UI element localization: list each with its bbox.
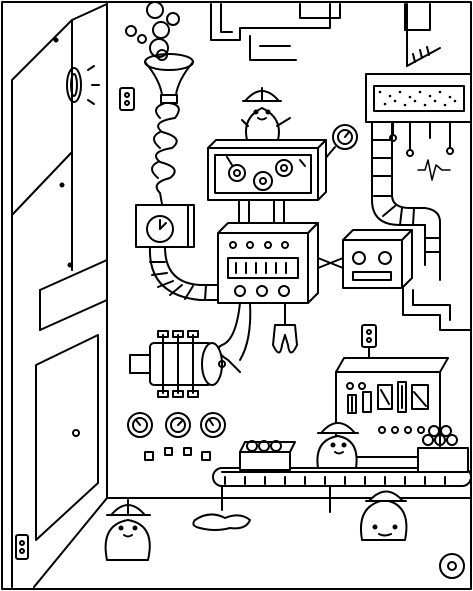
floor-diagonal (34, 498, 107, 587)
worker-bottom-left (106, 500, 150, 560)
crate-right (418, 426, 468, 472)
wall-outlet (16, 535, 28, 559)
worker-carrying-crate (361, 492, 406, 541)
wall-panel-seam-6 (40, 300, 107, 330)
wall-rivet (55, 39, 58, 42)
panel-cables (218, 303, 285, 372)
support-leg (239, 200, 249, 224)
room (12, 4, 471, 587)
crate-left (240, 441, 295, 470)
control-console (336, 347, 448, 457)
flex-hose (150, 247, 220, 300)
worker-at-conveyor (317, 423, 358, 468)
puddle (193, 514, 250, 530)
electric-motor (130, 331, 225, 397)
gear-icon (229, 160, 292, 190)
main-control-panel (218, 223, 318, 303)
worker-on-gear-box (242, 88, 290, 140)
claw (273, 325, 297, 353)
big-flex-hose (372, 122, 440, 280)
clock-icon (67, 66, 99, 104)
door (36, 335, 98, 540)
bubbles (126, 2, 179, 57)
wall-panel-seam-4 (40, 260, 107, 290)
overhead-pipes (211, 4, 430, 60)
coil-tube (152, 103, 179, 204)
robot-head-box (318, 230, 412, 288)
gear-display-box (208, 140, 326, 200)
pipe-right (403, 288, 470, 330)
heartbeat-line (418, 160, 450, 180)
door-panel (36, 335, 98, 540)
wall-rivet (61, 184, 64, 187)
wall-rivet (69, 264, 72, 267)
door-knob (73, 430, 79, 436)
wall-panel-seam-1 (12, 152, 72, 215)
wall-outlet (120, 88, 134, 110)
three-gauges (128, 413, 225, 460)
wall-panel-outline (12, 4, 107, 215)
wall-clock-box (136, 205, 194, 247)
funnel (145, 50, 193, 103)
support-leg (274, 200, 284, 224)
pipe-right-inner (413, 290, 450, 320)
antenna (407, 4, 440, 66)
gear-icon (440, 554, 464, 578)
